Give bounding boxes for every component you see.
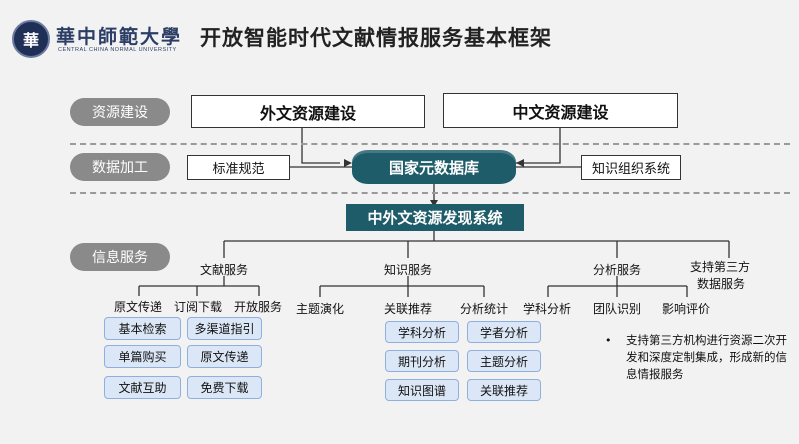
chip-scholar-analysis: 学者分析	[467, 321, 541, 343]
chip-knowledge-graph: 知识图谱	[385, 379, 459, 401]
chip-basic-search: 基本检索	[104, 317, 181, 340]
university-logo: 華	[12, 20, 50, 58]
third-party-label-2: 数据服务	[697, 277, 746, 291]
layer-service-pill: 信息服务	[70, 243, 170, 271]
chip-journal-analysis: 期刊分析	[385, 350, 459, 372]
knowledge-org-box: 知识组织系统	[581, 155, 681, 180]
chip-topic-analysis: 主题分析	[467, 350, 541, 372]
analysis-sub-1: 学科分析	[523, 302, 572, 316]
chip-doc-delivery: 原文传递	[187, 345, 262, 368]
layer-resource-pill: 资源建设	[70, 98, 170, 126]
chinese-resource-box: 中文资源建设	[443, 93, 678, 128]
university-name: 華中師範大學	[56, 26, 183, 48]
separator-line-2	[70, 192, 790, 194]
literature-sub-3: 开放服务	[234, 300, 283, 314]
chip-free-download: 免费下载	[187, 376, 262, 399]
knowledge-service-label: 知识服务	[384, 263, 433, 277]
discovery-system-box: 中外文资源发现系统	[346, 204, 524, 231]
chip-multi-channel: 多渠道指引	[187, 317, 262, 340]
chip-single-purchase: 单篇购买	[104, 345, 181, 368]
third-party-label-1: 支持第三方	[690, 260, 751, 274]
literature-sub-1: 原文传递	[114, 300, 163, 314]
connector-foreign-to-db	[301, 127, 340, 164]
chip-doc-mutual-aid: 文献互助	[104, 376, 181, 399]
analysis-service-label: 分析服务	[593, 263, 642, 277]
knowledge-sub-2: 关联推荐	[384, 302, 433, 316]
standard-spec-box: 标准规范	[187, 155, 290, 180]
literature-service-label: 文献服务	[200, 263, 249, 277]
separator-line-1	[70, 143, 790, 145]
chip-related-recommend: 关联推荐	[467, 379, 541, 401]
chip-subject-analysis: 学科分析	[385, 321, 459, 343]
page-title: 开放智能时代文献情报服务基本框架	[200, 26, 552, 50]
foreign-resource-box: 外文资源建设	[191, 95, 425, 128]
note-bullet: •	[605, 334, 612, 347]
university-english-name: CENTRAL CHINA NORMAL UNIVERSITY	[58, 47, 177, 53]
third-party-note: 支持第三方机构进行资源二次开发和深度定制集成，形成新的信息情报服务	[626, 333, 787, 381]
knowledge-sub-1: 主题演化	[296, 302, 345, 316]
layer-processing-pill: 数据加工	[70, 153, 170, 181]
connector-chinese-to-db	[516, 127, 561, 164]
knowledge-sub-3: 分析统计	[460, 302, 509, 316]
literature-sub-2: 订阅下载	[174, 300, 223, 314]
national-metadata-db: 国家元数据库	[352, 150, 516, 184]
analysis-sub-3: 影响评价	[662, 302, 711, 316]
analysis-sub-2: 团队识别	[593, 302, 642, 316]
